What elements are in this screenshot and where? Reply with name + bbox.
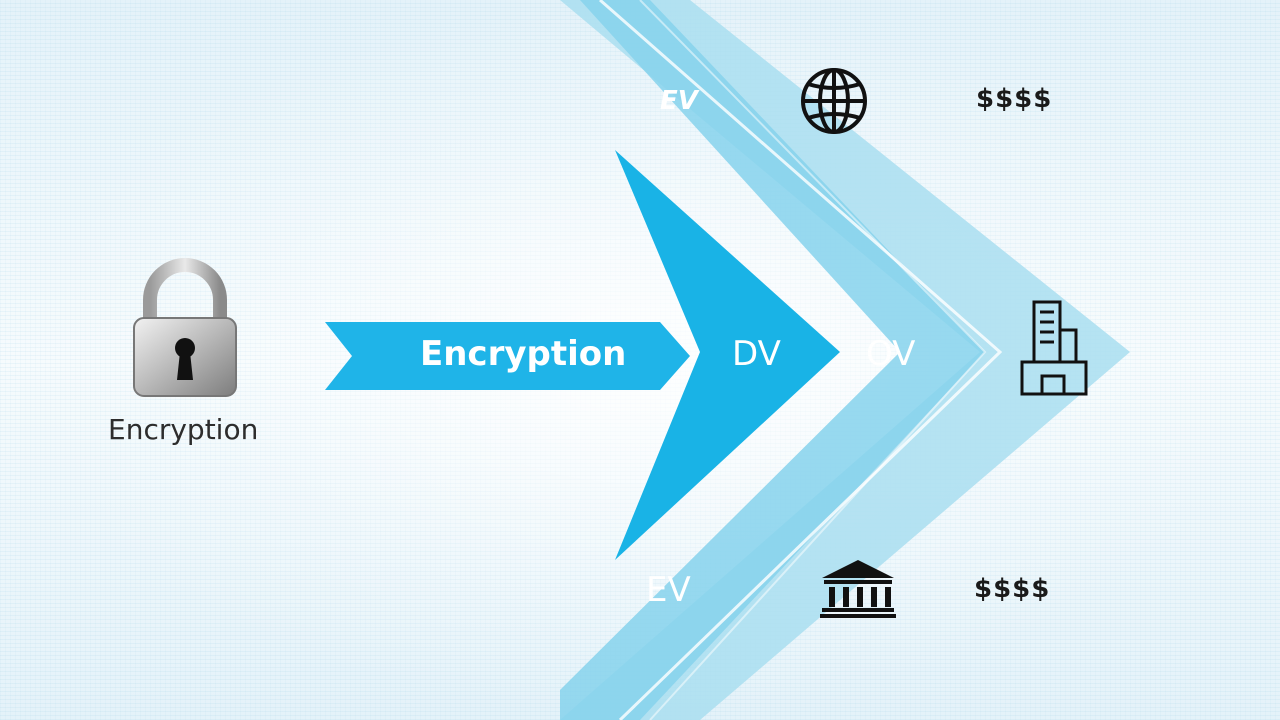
dv-level-label: DV [732,334,781,374]
ev-level-label: EV [646,570,691,610]
globe-icon [801,68,867,134]
price-indicator-top: $$$$ [976,84,1053,114]
ov-chevron-band [560,0,985,720]
price-indicator-bottom: $$$$ [974,574,1051,604]
office-building-icon [1020,300,1088,396]
padlock-icon [133,258,237,397]
encryption-arrow-label: Encryption [420,334,627,374]
chevron-highlight-edge [599,0,1003,720]
bank-institution-icon [820,560,896,618]
ov-level-label: OV [866,334,916,374]
encryption-arrow [325,322,690,390]
top-band-glyph: EV [660,86,698,116]
chevron-highlight-edge [639,0,987,720]
lock-caption: Encryption [108,413,259,446]
dv-chevron [615,150,840,560]
